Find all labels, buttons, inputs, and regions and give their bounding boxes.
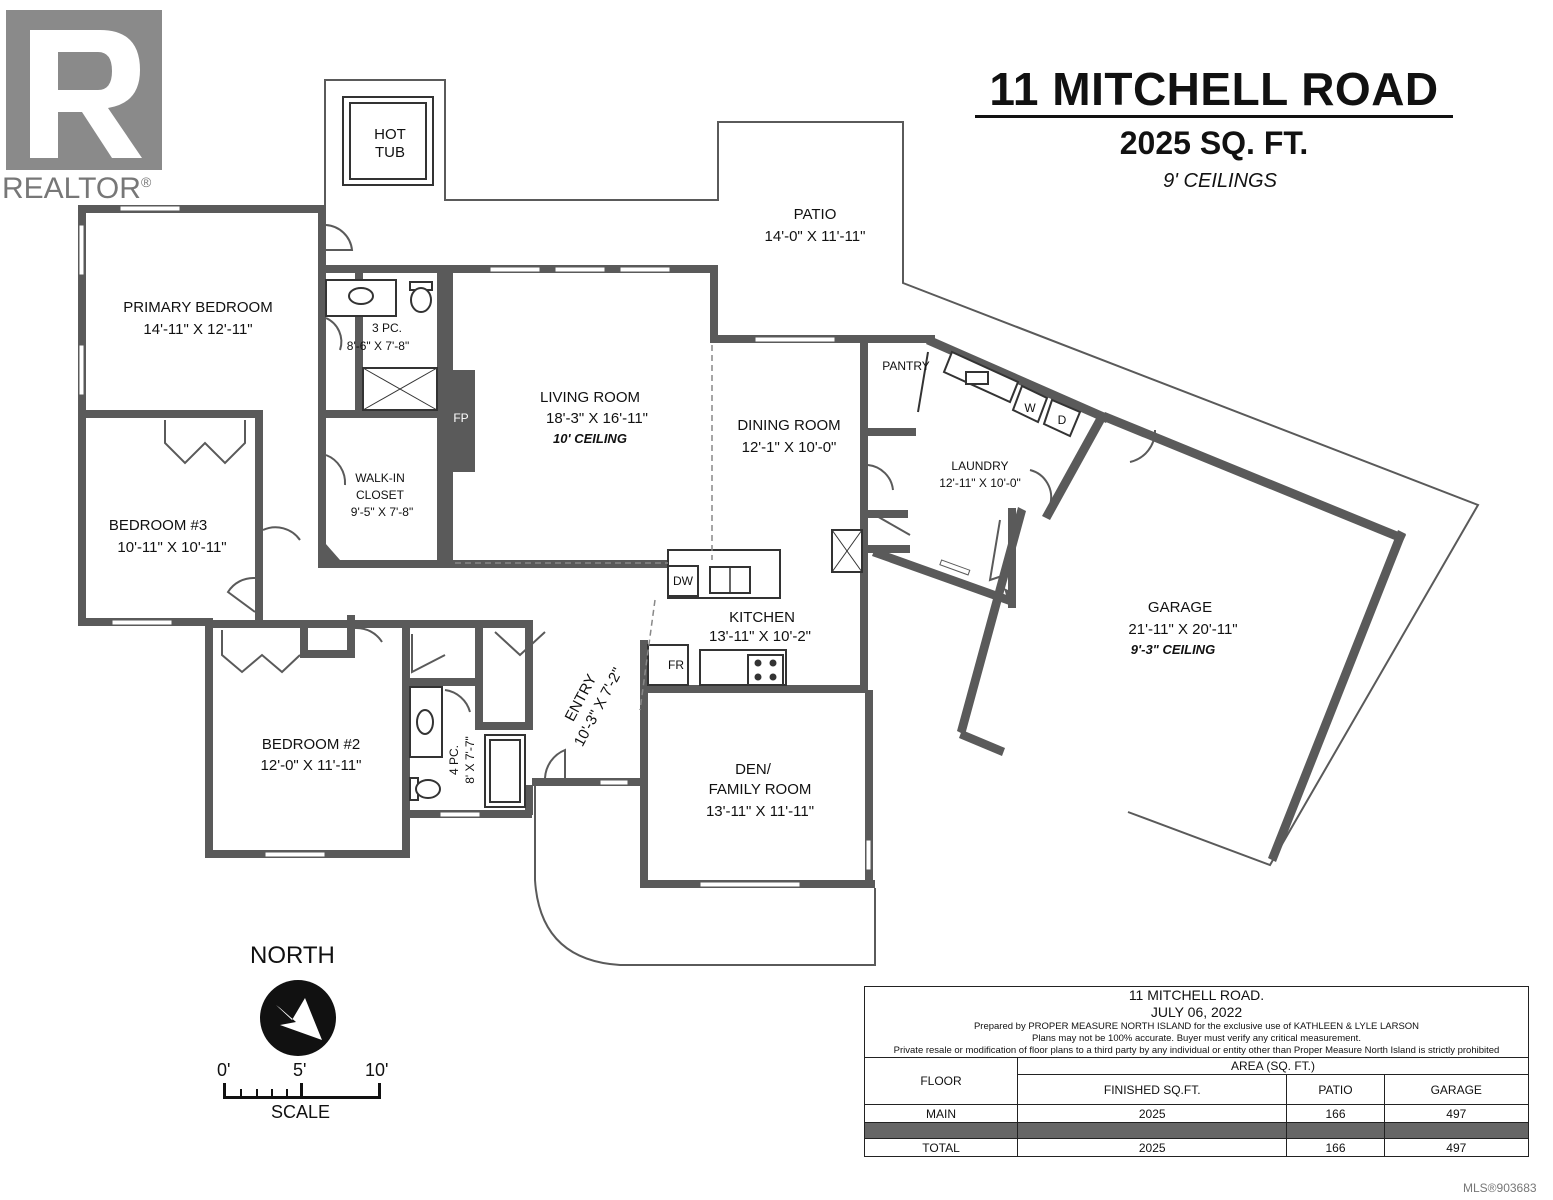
pantry-label: PANTRY bbox=[882, 359, 930, 373]
washer bbox=[1011, 384, 1049, 424]
mls-number: MLS®903683 bbox=[1463, 1181, 1537, 1195]
col-garage: GARAGE bbox=[1383, 1074, 1530, 1105]
garage-note: 9'-3" CEILING bbox=[1131, 642, 1215, 657]
laundry-sink bbox=[965, 371, 989, 385]
hot-tub-inner bbox=[349, 102, 427, 180]
info-date: JULY 06, 2022 bbox=[1150, 1004, 1243, 1020]
bedroom2-name: BEDROOM #2 bbox=[262, 736, 360, 753]
fireplace-label: FP bbox=[453, 411, 468, 425]
dryer bbox=[1042, 398, 1082, 438]
title-underline bbox=[975, 115, 1453, 118]
walkin-name-1: WALK-IN bbox=[355, 471, 405, 485]
table-row: TOTAL 2025 166 497 bbox=[864, 1138, 1530, 1157]
row-main-garage: 497 bbox=[1383, 1104, 1530, 1123]
walkin-name-2: CLOSET bbox=[356, 488, 405, 502]
walkin-dims: 9'-5" X 7'-8" bbox=[351, 505, 413, 519]
info-table: 11 MITCHELL ROAD. JULY 06, 2022 Prepared… bbox=[864, 986, 1530, 1157]
table-row: MAIN 2025 166 497 bbox=[864, 1104, 1530, 1123]
north-label: NORTH bbox=[250, 942, 335, 969]
kitchen-name: KITCHEN bbox=[729, 609, 795, 626]
garage-dims: 21'-11" X 20'-11" bbox=[1128, 621, 1237, 638]
fixtures bbox=[325, 279, 1082, 808]
total-area: 2025 SQ. FT. bbox=[1119, 125, 1309, 161]
garage-name: GARAGE bbox=[1148, 599, 1212, 616]
fridge-label: FR bbox=[668, 658, 684, 672]
range bbox=[747, 654, 784, 686]
bath4-name: 4 PC. bbox=[447, 745, 461, 775]
hot-tub-label-2: TUB bbox=[375, 144, 405, 161]
scale-bar bbox=[223, 1083, 381, 1099]
scale-tick-0: 0' bbox=[217, 1060, 231, 1080]
scale-label: SCALE bbox=[271, 1102, 331, 1122]
bath3-name: 3 PC. bbox=[372, 321, 402, 335]
info-prepared: Prepared by PROPER MEASURE NORTH ISLAND … bbox=[973, 1021, 1420, 1032]
dryer-label: D bbox=[1058, 413, 1067, 427]
scale-tick-5: 5' bbox=[293, 1060, 307, 1080]
bath3-dims: 8'-6" X 7'-8" bbox=[347, 339, 409, 353]
property-address: 11 MITCHELL ROAD bbox=[989, 63, 1439, 115]
realtor-r-icon bbox=[6, 10, 162, 170]
den-name-1: DEN/ bbox=[735, 761, 772, 778]
row-total-floor: TOTAL bbox=[864, 1138, 1018, 1157]
primary-bedroom-dims: 14'-11" X 12'-11" bbox=[143, 321, 252, 338]
col-patio: PATIO bbox=[1286, 1074, 1385, 1105]
dining-room-dims: 12'-1" X 10'-0" bbox=[742, 439, 837, 456]
row-total-garage: 497 bbox=[1383, 1138, 1530, 1157]
dishwasher bbox=[667, 565, 699, 597]
windows bbox=[78, 205, 971, 888]
living-room-note: 10' CEILING bbox=[553, 431, 627, 446]
bedroom2-dims: 12'-0" X 11'-11" bbox=[261, 757, 362, 774]
den-dims: 13'-11" X 11'-11" bbox=[706, 803, 814, 820]
bedroom3-name: BEDROOM #3 bbox=[109, 517, 207, 534]
scale-tick-10: 10' bbox=[365, 1060, 389, 1080]
bath4-dims: 8' X 7'-7" bbox=[463, 736, 477, 784]
hot-tub-label-1: HOT bbox=[374, 126, 406, 143]
info-address: 11 MITCHELL ROAD. bbox=[1128, 987, 1265, 1003]
bath3-sink bbox=[348, 287, 374, 305]
washer-label: W bbox=[1024, 401, 1036, 415]
row-total-patio: 166 bbox=[1286, 1138, 1385, 1157]
area-header: AREA (SQ. FT.) bbox=[1017, 1057, 1529, 1075]
laundry-name: LAUNDRY bbox=[951, 459, 1008, 473]
realtor-logo bbox=[0, 8, 170, 178]
row-main-patio: 166 bbox=[1286, 1104, 1385, 1123]
patio-dims: 14'-0" X 11'-11" bbox=[765, 228, 866, 245]
laundry-dims: 12'-11" X 10'-0" bbox=[939, 476, 1021, 490]
primary-bedroom-name: PRIMARY BEDROOM bbox=[123, 299, 272, 316]
fridge bbox=[647, 644, 689, 686]
bath4-sink bbox=[416, 709, 434, 735]
living-room-name: LIVING ROOM bbox=[540, 389, 640, 406]
realtor-text: REALTOR® bbox=[2, 172, 152, 205]
doors bbox=[164, 224, 1157, 779]
info-resale: Private resale or modification of floor … bbox=[893, 1045, 1500, 1056]
row-total-finished: 2025 bbox=[1016, 1138, 1288, 1157]
bedroom3-dims: 10'-11" X 10'-11" bbox=[117, 539, 226, 556]
info-header: 11 MITCHELL ROAD. JULY 06, 2022 Prepared… bbox=[864, 986, 1529, 1058]
row-main-finished: 2025 bbox=[1016, 1104, 1288, 1123]
bath4-toilet bbox=[415, 779, 441, 799]
kitchen-dims: 13'-11" X 10'-2" bbox=[709, 628, 811, 645]
dishwasher-label: DW bbox=[673, 574, 694, 588]
living-room-dims: 18'-3" X 16'-11" bbox=[546, 410, 648, 427]
col-finished: FINISHED SQ.FT. bbox=[1016, 1074, 1288, 1105]
col-floor: FLOOR bbox=[864, 1057, 1018, 1105]
den-name-2: FAMILY ROOM bbox=[709, 781, 812, 798]
bath3-toilet bbox=[410, 287, 432, 313]
front-walk-outline bbox=[534, 785, 876, 966]
info-accuracy: Plans may not be 100% accurate. Buyer mu… bbox=[1032, 1033, 1361, 1044]
ceiling-height: 9' CEILINGS bbox=[1163, 170, 1277, 192]
north-arrow-icon bbox=[260, 980, 336, 1056]
table-spacer-row bbox=[864, 1122, 1530, 1139]
row-main-floor: MAIN bbox=[864, 1104, 1018, 1123]
patio-name: PATIO bbox=[794, 206, 837, 223]
dining-room-name: DINING ROOM bbox=[737, 417, 840, 434]
bath4-tub-inner bbox=[489, 739, 521, 803]
patio-outline bbox=[324, 79, 1480, 867]
